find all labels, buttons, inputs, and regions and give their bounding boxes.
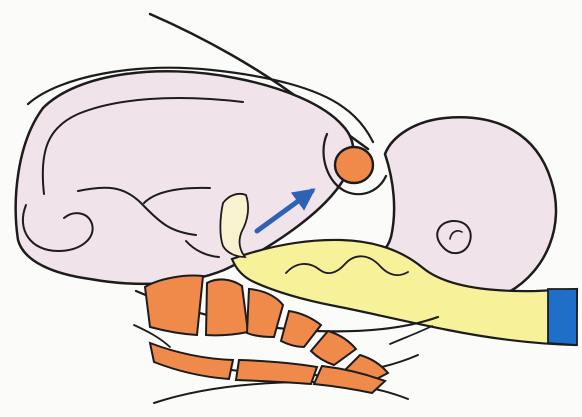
orange-lower-strip-1 bbox=[150, 343, 233, 379]
edge-line-right bbox=[390, 326, 432, 344]
orange-block-4 bbox=[281, 311, 321, 347]
orange-block-5 bbox=[311, 331, 356, 365]
orange-block-3 bbox=[247, 289, 283, 337]
blue-band-tip bbox=[548, 289, 577, 345]
orange-lower-strip-2 bbox=[236, 360, 317, 384]
orange-block-2 bbox=[206, 279, 248, 335]
orange-block-1 bbox=[145, 276, 203, 335]
orange-oval bbox=[335, 147, 373, 183]
